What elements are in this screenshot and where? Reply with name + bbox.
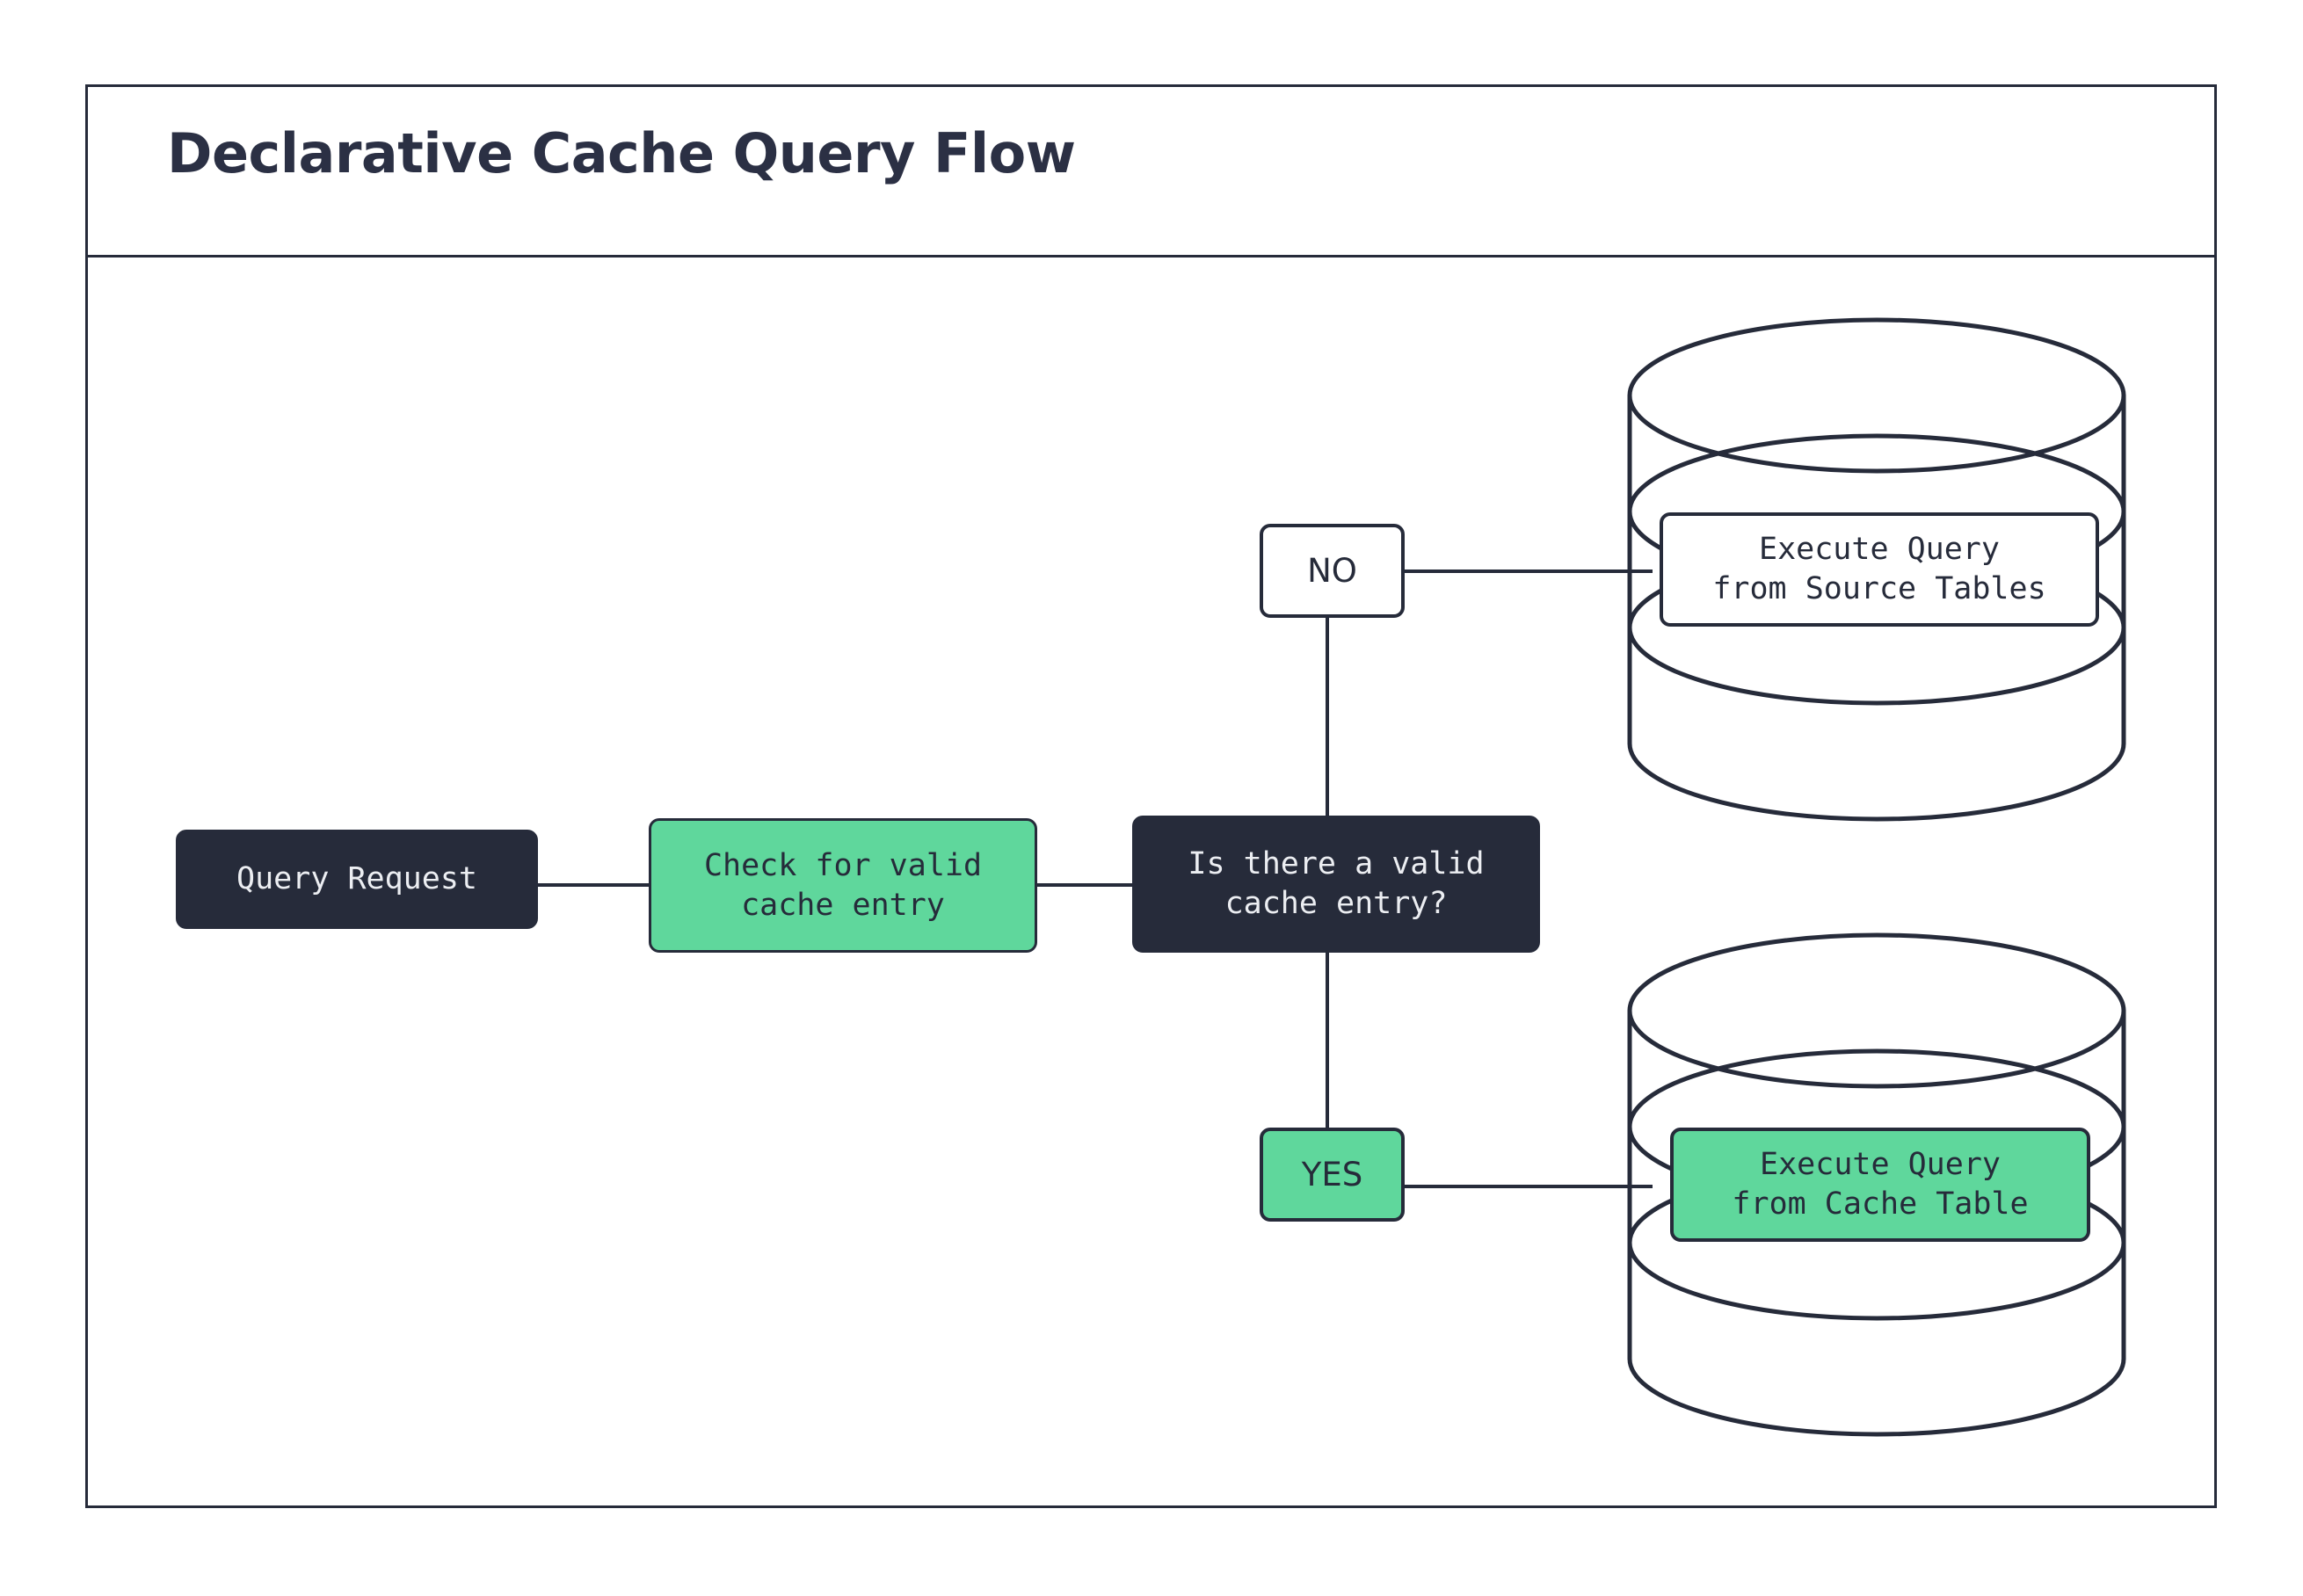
edge-label-yes[interactable]: YES bbox=[1260, 1128, 1405, 1222]
edge-no-to-source-db bbox=[1401, 569, 1653, 573]
cache-database-cylinder[interactable] bbox=[1617, 923, 2136, 1450]
edge-decision-to-yes bbox=[1326, 949, 1329, 1131]
edge-yes-to-cache-db bbox=[1401, 1185, 1653, 1188]
label-execute-query-cache-table[interactable]: Execute Query from Cache Table bbox=[1670, 1128, 2090, 1242]
database-icon bbox=[1627, 932, 2126, 1437]
node-query-request[interactable]: Query Request bbox=[176, 830, 538, 929]
edge-check-to-decision bbox=[1035, 883, 1136, 887]
node-check-cache-entry[interactable]: Check for valid cache entry bbox=[649, 818, 1037, 953]
edge-decision-to-no bbox=[1326, 614, 1329, 818]
edge-label-no[interactable]: NO bbox=[1260, 524, 1405, 618]
edge-request-to-check bbox=[534, 883, 652, 887]
label-execute-query-source-tables[interactable]: Execute Query from Source Tables bbox=[1660, 512, 2099, 627]
page-title: Declarative Cache Query Flow bbox=[167, 121, 1076, 185]
diagram-header-band bbox=[85, 84, 2217, 258]
node-decision-valid-cache-entry[interactable]: Is there a valid cache entry? bbox=[1132, 816, 1540, 953]
